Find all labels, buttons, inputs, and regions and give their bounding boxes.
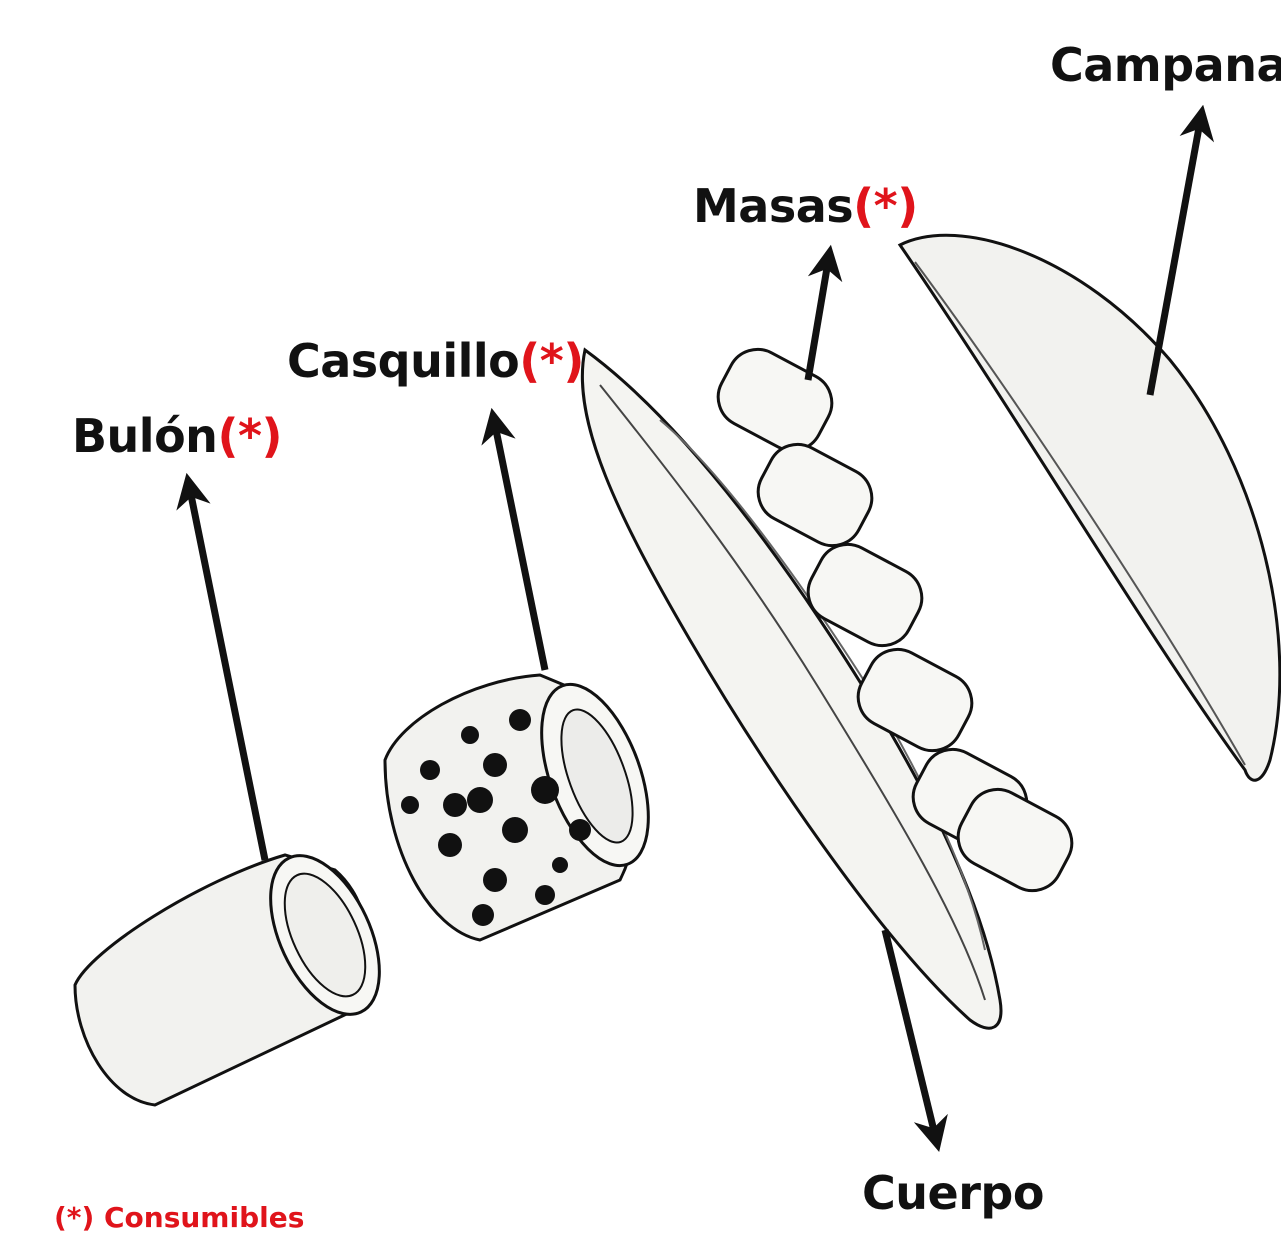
label-casquillo-asterisk: (*) (519, 334, 584, 388)
arrow-casquillo (495, 425, 545, 670)
arrow-masas (808, 262, 828, 380)
label-bulon: Bulón(*) (72, 413, 282, 459)
label-bulon-asterisk: (*) (217, 409, 282, 463)
label-cuerpo-text: Cuerpo (862, 1166, 1044, 1220)
label-cuerpo: Cuerpo (862, 1170, 1044, 1216)
label-campana: Campana (1050, 42, 1281, 88)
arrow-campana (1150, 122, 1200, 395)
casquillo-part (385, 670, 670, 940)
label-casquillo: Casquillo(*) (287, 338, 584, 384)
bulon-part (75, 839, 402, 1105)
label-casquillo-text: Casquillo (287, 334, 519, 388)
legend-consumibles: (*) Consumibles (54, 1204, 304, 1232)
label-campana-text: Campana (1050, 38, 1281, 92)
arrow-bulon (190, 490, 265, 860)
label-masas-asterisk: (*) (853, 179, 918, 233)
label-bulon-text: Bulón (72, 409, 217, 463)
label-masas: Masas(*) (693, 183, 918, 229)
label-masas-text: Masas (693, 179, 853, 233)
